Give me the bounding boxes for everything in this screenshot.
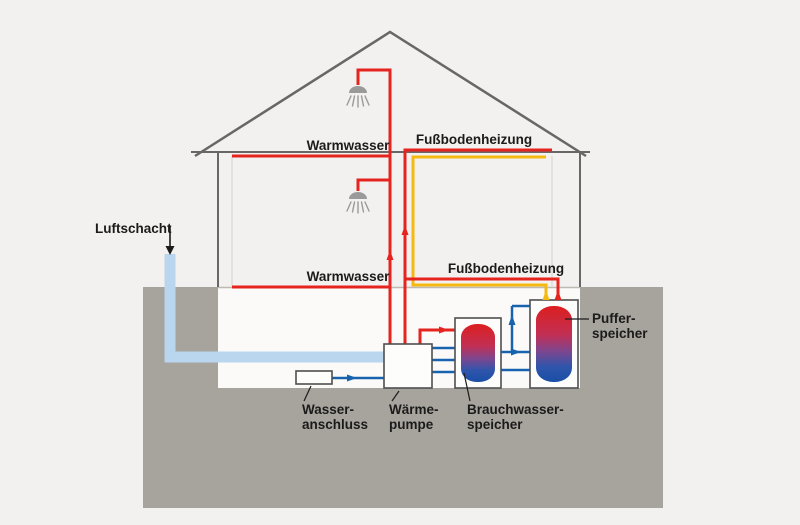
label-water-connection-line1: Wasser-	[302, 402, 354, 417]
leader-lines	[303, 318, 589, 402]
roof	[194, 30, 587, 158]
label-dhw-tank-line2: speicher	[467, 417, 523, 432]
floor-heating-supply-upper	[403, 148, 552, 346]
down-arrow-icon	[165, 246, 175, 255]
flow-arrows	[347, 225, 562, 382]
components	[295, 299, 579, 389]
flow-arrow-up-buffer-red	[554, 290, 562, 300]
air-duct-pipe	[164, 254, 386, 363]
shower-icon-first-floor	[346, 192, 370, 214]
leader-dhw-tank	[463, 372, 471, 402]
air-shaft-arrow	[165, 226, 175, 255]
label-hot-water-lower: Warmwasser	[307, 269, 391, 284]
flow-arrow-up-buffer-yellow	[542, 290, 550, 300]
labels: Luftschacht Warmwasser Fußbodenheizung W…	[95, 132, 648, 432]
flow-arrow-up-fbh	[401, 225, 409, 235]
hot-water-pipes	[232, 68, 560, 346]
leader-water-connection	[303, 385, 312, 402]
flow-arrow-up-blue	[508, 315, 516, 325]
label-air-shaft: Luftschacht	[95, 221, 172, 236]
hot-water-riser-pipe	[356, 68, 392, 346]
flow-arrow-right-blue	[511, 348, 521, 356]
shower-branch-pipe	[356, 178, 390, 191]
label-hot-water-upper: Warmwasser	[307, 138, 391, 153]
label-dhw-tank-line1: Brauchwasser-	[467, 402, 564, 417]
showers	[346, 86, 370, 214]
flow-arrow-right-red	[439, 326, 449, 334]
buffer-tank-cylinder	[536, 306, 572, 382]
label-buffer-tank-line2: speicher	[592, 326, 648, 341]
flow-arrow-right-water	[347, 374, 357, 382]
label-water-connection-line2: anschluss	[302, 417, 368, 432]
label-buffer-tank-line1: Puffer-	[592, 311, 636, 326]
dhw-tank-cylinder	[461, 324, 495, 382]
flow-arrow-up-riser	[386, 250, 394, 260]
shower-icon-attic	[346, 86, 370, 108]
label-floor-heating-upper: Fußbodenheizung	[416, 132, 532, 147]
label-heat-pump-line1: Wärme-	[389, 402, 439, 417]
heat-pump-box	[383, 343, 433, 389]
label-heat-pump-line2: pumpe	[389, 417, 434, 432]
leader-heat-pump	[391, 390, 400, 402]
label-floor-heating-lower: Fußbodenheizung	[448, 261, 564, 276]
water-connection-box	[295, 370, 333, 385]
